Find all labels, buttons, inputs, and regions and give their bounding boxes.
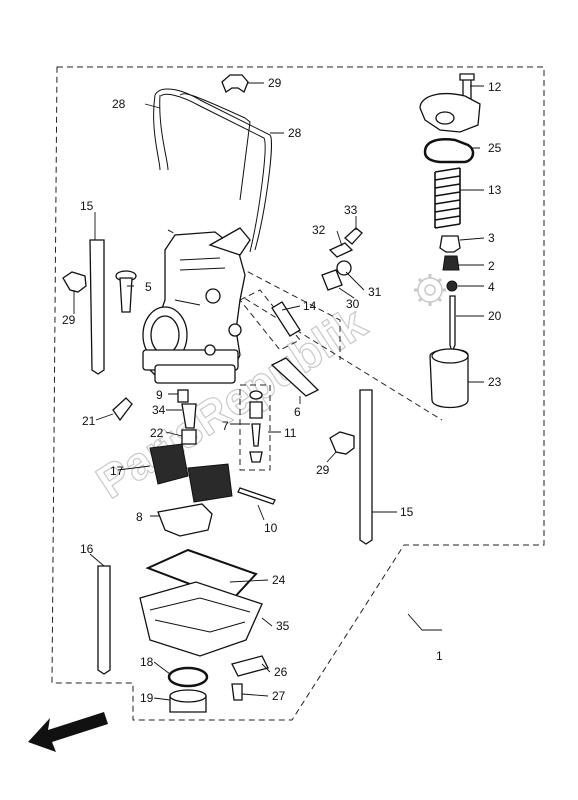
callout-5: 5 (145, 280, 152, 294)
tube-part-16 (97, 565, 111, 675)
callout-20: 20 (488, 309, 502, 323)
assembly-boundary (51, 66, 545, 721)
o-ring-part-25 (423, 138, 475, 164)
pin-part-10 (237, 487, 276, 505)
screw-part-21 (112, 397, 133, 422)
callout-6: 6 (294, 405, 301, 419)
callout-9: 9 (156, 388, 163, 402)
callout-23: 23 (488, 375, 502, 389)
callout-1: 1 (436, 649, 443, 663)
tube-part-15-left (89, 239, 105, 375)
callout-15-left: 15 (80, 199, 94, 213)
callout-3: 3 (488, 231, 495, 245)
callout-31: 31 (368, 285, 382, 299)
callout-15-right: 15 (400, 505, 414, 519)
callout-13: 13 (488, 183, 502, 197)
needle-part-20 (449, 295, 456, 354)
jet-part-9 (177, 389, 189, 403)
valve-part-8 (157, 503, 213, 537)
callout-35: 35 (276, 619, 290, 633)
callout-7: 7 (222, 419, 229, 433)
callout-28-left: 28 (112, 97, 126, 111)
jet-part-34 (181, 403, 197, 429)
callout-22: 22 (150, 426, 164, 440)
callout-29-right: 29 (316, 463, 330, 477)
screw-part-33 (344, 227, 363, 245)
clip-part-29-right (329, 431, 355, 455)
callout-26: 26 (274, 665, 288, 679)
screw-part-6 (270, 357, 320, 397)
callout-labels: 1 2 3 4 5 6 7 8 9 10 11 12 13 14 15 15 1… (62, 76, 502, 705)
callout-17: 17 (110, 464, 124, 478)
callout-28-right: 28 (288, 126, 302, 140)
washer-part-4 (446, 280, 458, 292)
carburetor-body (142, 227, 251, 384)
callout-34: 34 (152, 403, 166, 417)
fitting-part-5 (115, 270, 137, 313)
callout-21: 21 (82, 414, 96, 428)
callout-32: 32 (312, 223, 326, 237)
clip-part-29-left (62, 271, 87, 293)
callout-16: 16 (80, 542, 94, 556)
float-bowl-part-35 (139, 581, 263, 657)
callout-24: 24 (272, 573, 286, 587)
callout-12: 12 (488, 80, 502, 94)
cap-part-30 (321, 269, 343, 291)
callout-33: 33 (344, 203, 358, 217)
throttle-cap-part-12 (419, 73, 481, 133)
front-direction-arrow-icon (28, 712, 108, 752)
holder-part-3 (439, 235, 461, 253)
callout-4: 4 (488, 280, 495, 294)
callout-30: 30 (346, 297, 360, 311)
plate-part-26 (231, 655, 269, 677)
callout-10: 10 (264, 521, 278, 535)
plate-part-32 (328, 242, 354, 258)
clip-part-29-top (221, 74, 249, 93)
jet-assembly-part-11 (239, 384, 271, 471)
callout-29-left: 29 (62, 313, 76, 327)
jet-part-22 (181, 429, 197, 445)
callout-14: 14 (303, 299, 317, 313)
screw-part-14 (271, 301, 301, 337)
leader-lines (73, 82, 485, 701)
bolt-part-31 (336, 260, 352, 276)
cable-part-28 (153, 88, 272, 253)
callout-2: 2 (488, 259, 495, 273)
callout-19: 19 (140, 691, 154, 705)
o-ring-part-18 (167, 666, 209, 688)
callout-25: 25 (488, 141, 502, 155)
screw-part-27 (231, 683, 243, 701)
callout-8: 8 (136, 510, 143, 524)
gear-watermark-icon (414, 274, 446, 306)
callout-27: 27 (272, 689, 286, 703)
tube-part-15-right (359, 389, 373, 545)
callout-18: 18 (140, 655, 154, 669)
float-part-17 (149, 443, 233, 503)
spring-part-13 (434, 167, 461, 229)
callout-29-top: 29 (268, 76, 282, 90)
callout-11: 11 (284, 426, 297, 440)
clip-part-2 (442, 255, 460, 271)
